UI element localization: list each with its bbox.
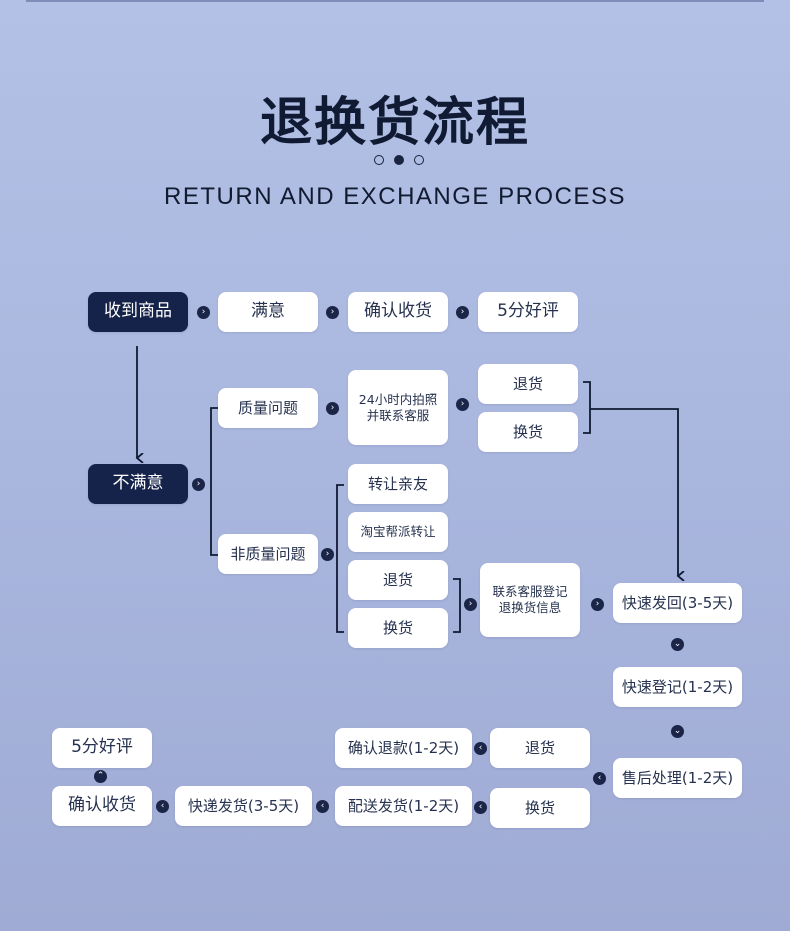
arrow-left-icon: ‹ xyxy=(316,800,329,813)
arrow-to-express-return xyxy=(590,408,678,576)
arrow-left-icon: ‹ xyxy=(474,801,487,814)
node-express-return: 快速发回(3-5天) xyxy=(613,583,742,623)
node-five-star-review: 5分好评 xyxy=(52,728,152,768)
photo-contact-line2: 并联系客服 xyxy=(366,407,430,423)
dot-empty-right xyxy=(414,155,424,165)
page-title: 退换货流程 xyxy=(259,93,530,153)
arrow-left-icon: ‹ xyxy=(474,742,487,755)
arrow-left-icon: ‹ xyxy=(593,772,606,785)
bracket-issue-types xyxy=(210,407,218,556)
node-delivery: 配送发货(1-2天) xyxy=(335,786,472,826)
node-photo-contact: 24小时内拍照 并联系客服 xyxy=(348,370,448,445)
photo-contact-line1: 24小时内拍照 xyxy=(358,391,438,407)
node-express-register: 快速登记(1-2天) xyxy=(613,667,742,707)
bracket-non-quality-options xyxy=(336,484,344,633)
arrow-down-icon: ⌄ xyxy=(671,725,684,738)
node-return: 退货 xyxy=(490,728,590,768)
node-five-star-review: 5分好评 xyxy=(478,292,578,332)
dot-empty-left xyxy=(374,155,384,165)
node-exchange: 换货 xyxy=(478,412,578,452)
register-line2: 退换货信息 xyxy=(498,600,562,615)
bracket-nonquality-return-exchange xyxy=(453,578,461,633)
arrow-right-icon: › xyxy=(321,548,334,561)
node-after-sales: 售后处理(1-2天) xyxy=(613,758,742,798)
node-receive-goods: 收到商品 xyxy=(88,292,188,332)
node-confirm-receipt: 确认收货 xyxy=(348,292,448,332)
arrow-right-icon: › xyxy=(456,306,469,319)
arrow-right-icon: › xyxy=(326,402,339,415)
arrow-right-icon: › xyxy=(197,306,210,319)
dot-filled xyxy=(394,155,404,165)
node-confirm-refund: 确认退款(1-2天) xyxy=(335,728,472,768)
register-line1: 联系客服登记 xyxy=(492,584,568,600)
node-confirm-receipt: 确认收货 xyxy=(52,786,152,826)
node-return: 退货 xyxy=(478,364,578,404)
node-taobao-transfer: 淘宝帮派转让 xyxy=(348,512,448,552)
arrow-up-icon: ⌃ xyxy=(94,770,107,783)
page-subtitle: RETURN AND EXCHANGE PROCESS xyxy=(164,183,626,210)
title-dots xyxy=(372,155,426,169)
node-register-info: 联系客服登记 退换货信息 xyxy=(480,563,580,637)
node-satisfied: 满意 xyxy=(218,292,318,332)
arrow-right-icon: › xyxy=(456,398,469,411)
node-exchange: 换货 xyxy=(490,788,590,828)
node-transfer-friend: 转让亲友 xyxy=(348,464,448,504)
node-non-quality-issue: 非质量问题 xyxy=(218,534,318,574)
arrow-right-icon: › xyxy=(464,598,477,611)
node-exchange: 换货 xyxy=(348,608,448,648)
node-express-ship: 快递发货(3-5天) xyxy=(175,786,312,826)
arrow-right-icon: › xyxy=(326,306,339,319)
node-unsatisfied: 不满意 xyxy=(88,464,188,504)
arrow-right-icon: › xyxy=(591,598,604,611)
node-quality-issue: 质量问题 xyxy=(218,388,318,428)
arrow-left-icon: ‹ xyxy=(156,800,169,813)
arrow-right-icon: › xyxy=(192,478,205,491)
bracket-quality-return-exchange xyxy=(583,381,591,434)
arrow-down-icon: ⌄ xyxy=(671,638,684,651)
node-return: 退货 xyxy=(348,560,448,600)
top-divider xyxy=(26,0,764,2)
